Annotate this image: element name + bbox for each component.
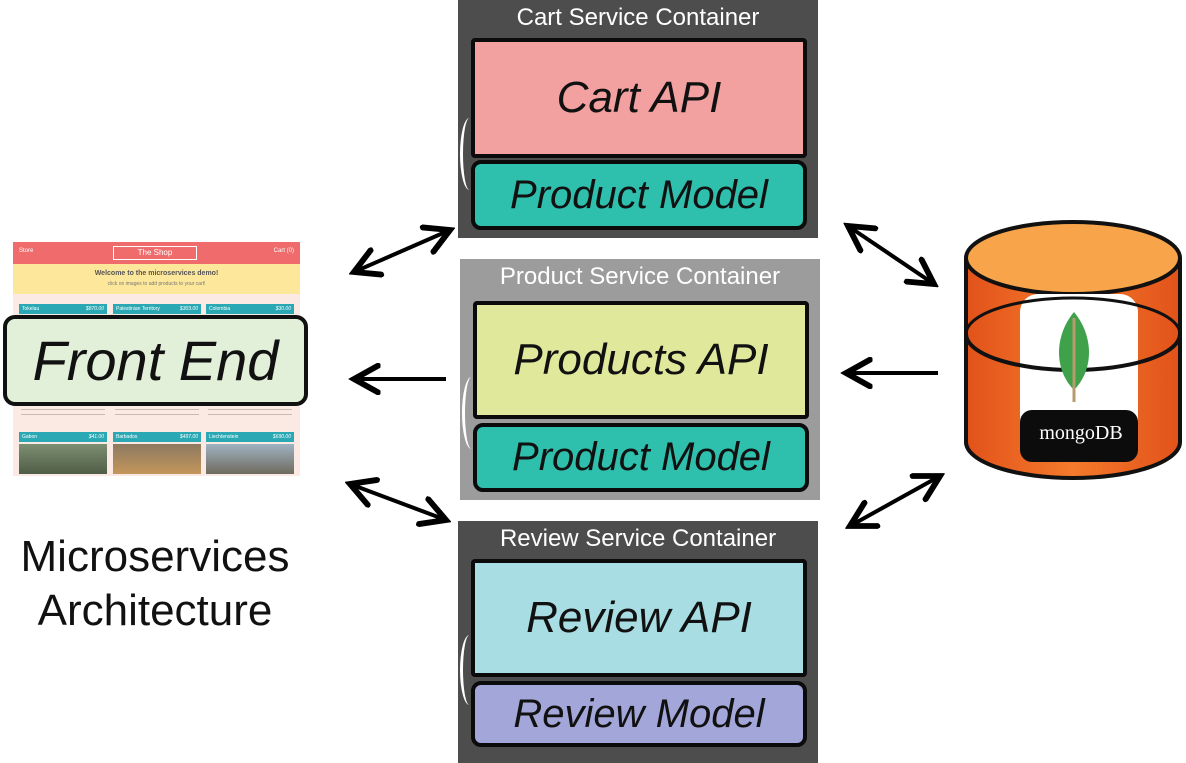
arrow-frontend-review xyxy=(350,484,446,520)
shop-card-price: $690.00 xyxy=(272,434,291,440)
shop-card-name: Colombia xyxy=(209,306,231,312)
product-service-container: Product Service Container Products API P… xyxy=(460,259,820,500)
product-bracket xyxy=(462,377,481,449)
shop-card-header: Palestinian Territory $303.00 xyxy=(113,304,201,314)
mongodb-label: mongoDB xyxy=(1039,422,1123,444)
shop-card-header: Gabon $41.00 xyxy=(19,432,107,442)
product-product-model-box: Product Model xyxy=(473,423,809,492)
review-service-container: Review Service Container Review API Revi… xyxy=(458,521,818,763)
mongodb-leaf-icon xyxy=(1059,312,1089,402)
shop-welcome-text: Welcome to the microservices demo! xyxy=(94,270,219,277)
caption-line-2: Architecture xyxy=(37,586,273,635)
front-end-box: Front End xyxy=(3,315,308,406)
review-model-box: Review Model xyxy=(471,681,807,747)
cart-service-container: Cart Service Container Cart API Product … xyxy=(458,0,818,238)
shop-card-name: Barbados xyxy=(116,434,138,440)
shop-card-price: $41.00 xyxy=(88,434,104,440)
review-container-title: Review Service Container xyxy=(499,525,777,552)
arrow-frontend-cart xyxy=(354,230,450,272)
shop-card-header: Colombia $30.00 xyxy=(206,304,294,314)
shop-card-name: Palestinian Territory xyxy=(116,306,160,312)
caption-line-1: Microservices xyxy=(20,532,290,581)
shop-card-header: Tokelau $870.00 xyxy=(19,304,107,314)
arrow-cart-db xyxy=(848,226,934,284)
shop-card-photo xyxy=(19,444,107,474)
review-api-box: Review API xyxy=(471,559,807,677)
shop-card-price: $303.00 xyxy=(179,306,198,312)
shop-card-header: Liechtenstein $690.00 xyxy=(206,432,294,442)
shop-card-price: $497.00 xyxy=(179,434,198,440)
products-api-box: Products API xyxy=(473,301,809,419)
shop-card-name: Gabon xyxy=(22,434,38,440)
shop-banner: Welcome to the microservices demo! click… xyxy=(13,264,300,294)
review-bracket xyxy=(460,635,479,705)
arrow-review-db xyxy=(850,476,940,526)
shop-card-photo xyxy=(206,444,294,474)
shop-card-name: Liechtenstein xyxy=(209,434,239,440)
architecture-caption: Microservices Architecture xyxy=(0,530,310,638)
shop-nav-cart: Cart (0) xyxy=(273,248,294,254)
shop-nav-store: Store xyxy=(19,248,34,254)
shop-subtitle-text: click on images to add products to your … xyxy=(107,281,206,287)
shop-navbar: Store The Shop Cart (0) xyxy=(13,242,300,264)
shop-card-price: $30.00 xyxy=(275,306,291,312)
shop-card-price: $870.00 xyxy=(85,306,104,312)
shop-card-name: Tokelau xyxy=(22,306,40,312)
shop-nav-title: The Shop xyxy=(113,246,197,260)
shop-card-header: Barbados $497.00 xyxy=(113,432,201,442)
product-container-title: Product Service Container xyxy=(499,263,781,290)
shop-card-photo xyxy=(113,444,201,474)
cart-api-box: Cart API xyxy=(471,38,807,158)
database-cylinder xyxy=(964,220,1182,480)
cart-bracket xyxy=(460,118,479,190)
cart-product-model-box: Product Model xyxy=(471,160,807,230)
cart-container-title: Cart Service Container xyxy=(516,4,760,31)
